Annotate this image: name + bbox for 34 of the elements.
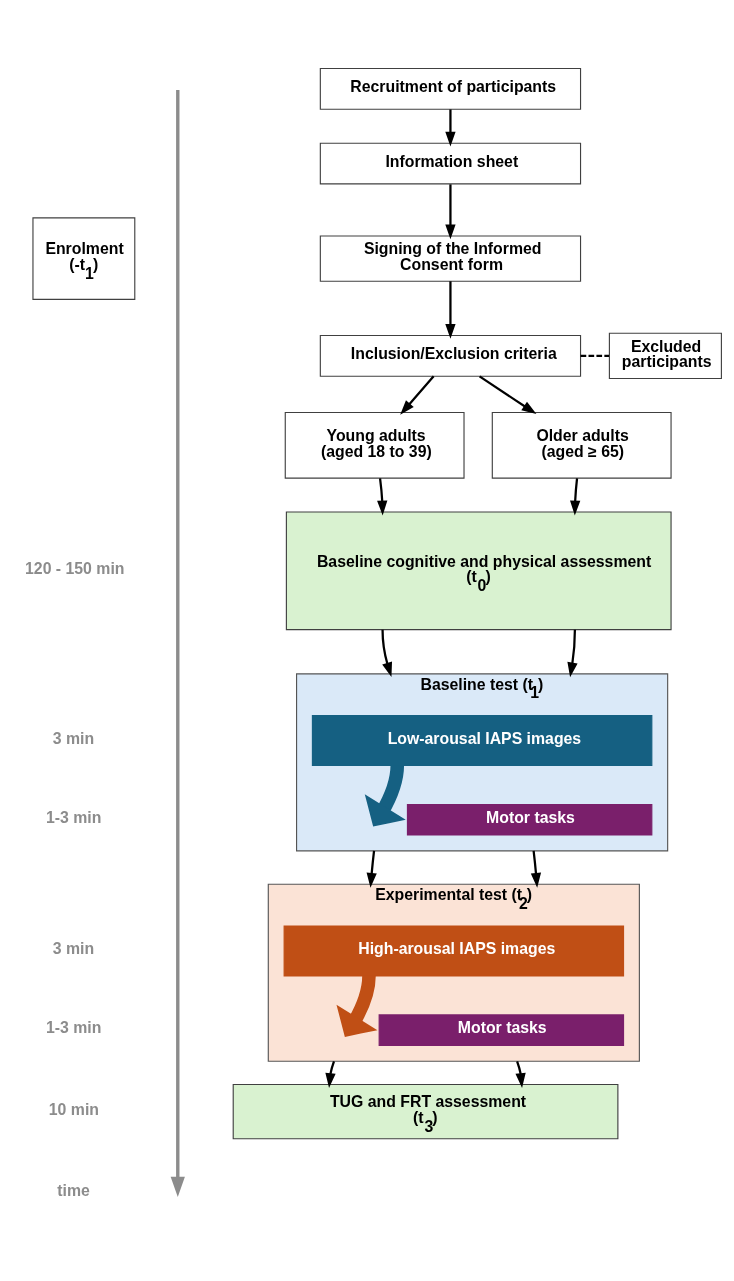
arrow bbox=[515, 1060, 526, 1088]
arrow bbox=[445, 183, 456, 239]
node-box: Excluded participants bbox=[608, 332, 722, 379]
label: 3 min bbox=[52, 729, 95, 747]
arrow bbox=[567, 629, 578, 677]
node-box: Young adults (aged 18 to 39) bbox=[284, 411, 465, 479]
arrow bbox=[381, 629, 393, 677]
arrow bbox=[478, 374, 537, 414]
label: 1-3 min bbox=[45, 1018, 102, 1036]
arrow bbox=[366, 850, 377, 888]
node-box: Signing of the Informed Consent form bbox=[319, 234, 582, 282]
node-box: Information sheet bbox=[319, 142, 582, 184]
node-box: High-arousal IAPS images bbox=[283, 925, 625, 976]
connector bbox=[580, 354, 610, 357]
node-box: Recruitment of participants bbox=[319, 67, 582, 110]
label: time bbox=[57, 1181, 90, 1199]
arrow bbox=[325, 1060, 336, 1088]
label: 3 min bbox=[52, 939, 95, 957]
node-box: Motor tasks bbox=[378, 1013, 625, 1046]
node-box: Older adults (aged ≥ 65) bbox=[491, 411, 672, 479]
arrow bbox=[364, 764, 406, 827]
label: 1-3 min bbox=[45, 808, 102, 826]
label: 10 min bbox=[48, 1100, 99, 1118]
node-box: Inclusion/Exclusion criteria bbox=[319, 334, 582, 377]
node-box: Motor tasks bbox=[406, 803, 653, 836]
arrow bbox=[445, 108, 456, 146]
arrow bbox=[445, 280, 456, 339]
arrow bbox=[530, 850, 542, 888]
arrow bbox=[570, 477, 581, 515]
arrow bbox=[336, 975, 378, 1037]
arrow bbox=[400, 375, 435, 415]
label: 120 - 150 min bbox=[25, 559, 125, 577]
arrow bbox=[377, 477, 388, 515]
node-box: Low-arousal IAPS images bbox=[311, 714, 653, 766]
